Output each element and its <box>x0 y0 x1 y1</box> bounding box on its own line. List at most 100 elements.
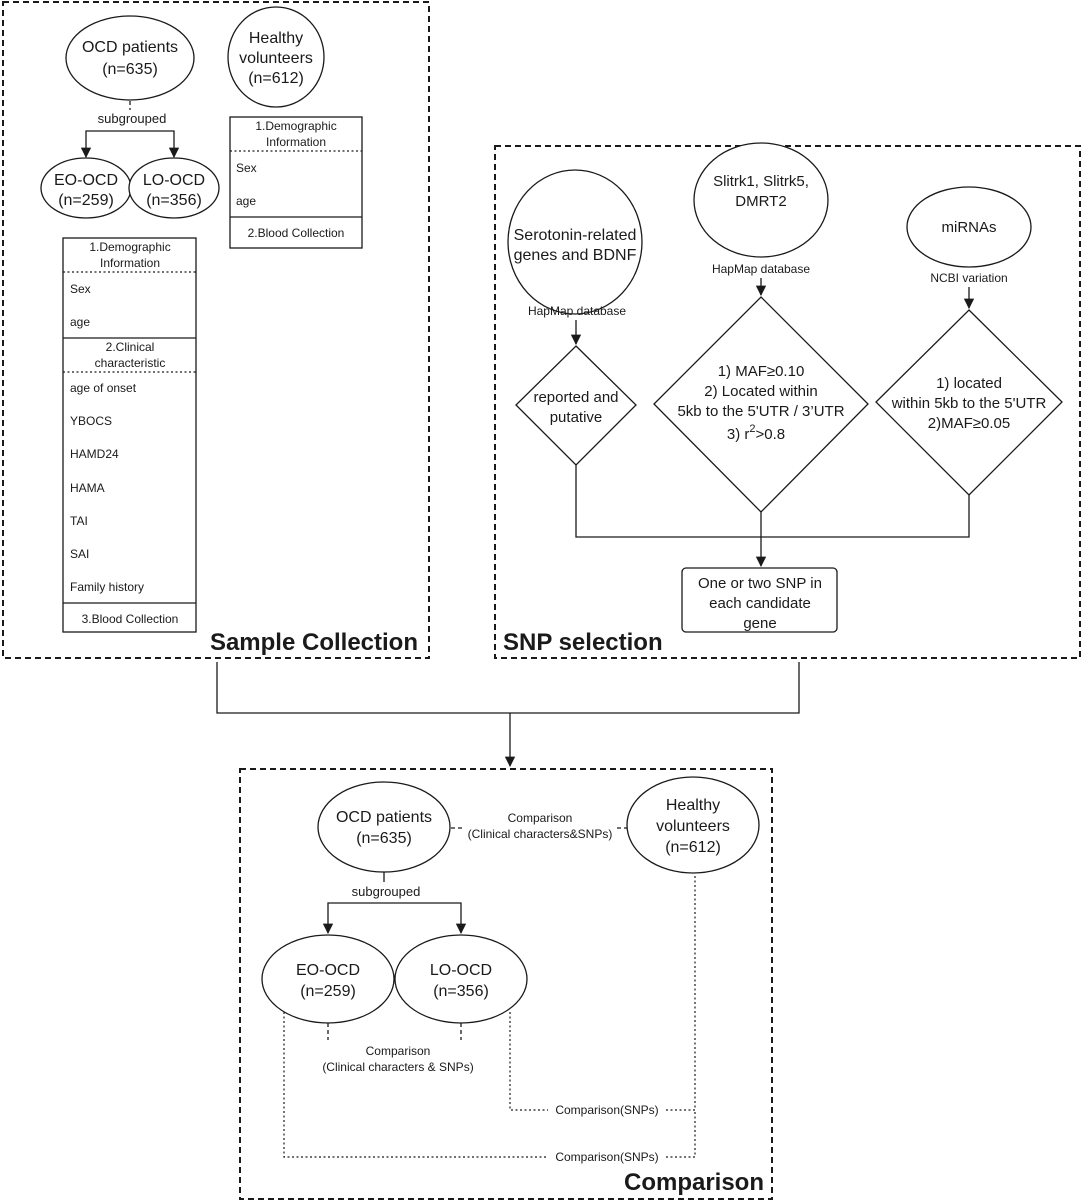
sc-clinical-age-of-onset: age of onset <box>70 381 137 395</box>
cmp-lo-ocd-label: LO-OCD <box>430 962 492 979</box>
sc-eo-ocd-count: (n=259) <box>58 192 114 209</box>
sc-ocd-patients-node: OCD patients (n=635) <box>65 15 195 101</box>
sc-healthy-table-section2: 2.Blood Collection <box>248 226 345 240</box>
snp-hapmap-label-2: HapMap database <box>712 262 810 276</box>
sc-healthy-table-section1-line2: Information <box>266 135 326 149</box>
sc-healthy-count: (n=612) <box>248 70 304 87</box>
snp-result-line2: each candidate <box>709 595 811 612</box>
cmp-healthy-label-2: volunteers <box>656 818 730 835</box>
cmp-top-comparison-label-1: Comparison <box>508 811 573 825</box>
snp-diamond-mirna-criteria: 1) located within 5kb to the 5'UTR 2)MAF… <box>875 309 1063 496</box>
sc-clinical-family-history: Family history <box>70 580 144 594</box>
sc-patient-table-section3: 3.Blood Collection <box>82 612 179 626</box>
snp-serotonin-label-2: genes and BDNF <box>514 247 637 264</box>
snp-diamond-reported-putative: reported and putative <box>515 345 637 466</box>
cmp-healthy-volunteers-node: Healthy volunteers (n=612) <box>626 776 760 874</box>
snp-diamond-left-line1: reported and <box>533 389 618 406</box>
sc-healthy-label-1: Healthy <box>249 30 303 47</box>
sc-subgroup-arrows <box>80 130 180 159</box>
sample-collection-panel <box>2 1 430 659</box>
cmp-subgrouped-label: subgrouped <box>352 884 421 899</box>
cmp-ocd-patients-count: (n=635) <box>356 830 412 847</box>
sc-patient-table-section2-line1: 2.Clinical <box>106 340 155 354</box>
sc-clinical-ybocs: YBOCS <box>70 414 112 428</box>
sc-ocd-patients-label: OCD patients <box>82 39 178 56</box>
cmp-eo-healthy-line-left <box>283 1012 548 1158</box>
sc-lo-ocd-count: (n=356) <box>146 192 202 209</box>
snp-diamond-mid-line2: 2) Located within <box>704 383 817 400</box>
snp-diamond-right-line3: 2)MAF≥0.05 <box>928 415 1010 432</box>
snp-merge-line <box>575 465 970 538</box>
snp-diamond-right-line1: 1) located <box>936 375 1002 392</box>
comparison-title: Comparison <box>624 1169 764 1196</box>
snp-slitrk-label-2: DMRT2 <box>735 193 786 210</box>
comparison-panel <box>239 768 773 1200</box>
snp-mirnas-label: miRNAs <box>942 219 997 236</box>
snp-diamond-right-line2: within 5kb to the 5'UTR <box>891 395 1047 412</box>
sc-eo-ocd-label: EO-OCD <box>54 172 118 189</box>
snp-selection-panel <box>494 145 1081 659</box>
sc-patient-table-age: age <box>70 315 90 329</box>
snp-diamond-mid-line4-prefix: 3) r <box>727 426 750 443</box>
sc-patient-table-section1-line2: Information <box>100 256 160 270</box>
snp-slitrk-node: Slitrk1, Slitrk5, DMRT2 <box>693 142 829 258</box>
snp-selection-title: SNP selection <box>503 629 663 656</box>
cmp-eo-ocd-node: EO-OCD (n=259) <box>261 934 395 1024</box>
snp-diamond-slitrk-criteria: 1) MAF≥0.10 2) Located within 5kb to the… <box>653 296 869 513</box>
cmp-lo-ocd-node: LO-OCD (n=356) <box>394 934 528 1024</box>
sc-patient-table-section2-line2: characteristic <box>95 356 166 370</box>
sc-subgrouped-label: subgrouped <box>98 111 167 126</box>
sc-clinical-hamd24: HAMD24 <box>70 447 119 461</box>
snp-result-line3: gene <box>743 615 776 632</box>
cmp-sub-comparison-label-1: Comparison <box>366 1044 431 1058</box>
sc-healthy-table-sex: Sex <box>236 161 257 175</box>
snp-diamond-mid-line4: 3) r2>0.8 <box>727 423 785 443</box>
snp-diamond-mid-line4-sup: 2 <box>749 423 755 435</box>
cmp-lo-ocd-count: (n=356) <box>433 983 489 1000</box>
sc-healthy-volunteers-node: Healthy volunteers (n=612) <box>227 6 325 108</box>
cmp-lo-healthy-line-left <box>509 1012 548 1111</box>
snp-diamond-left-line2: putative <box>550 409 603 426</box>
snp-diamond-mid-line4-suffix: >0.8 <box>756 426 786 443</box>
cmp-eo-healthy-label: Comparison(SNPs) <box>555 1150 658 1164</box>
cmp-eo-ocd-count: (n=259) <box>300 983 356 1000</box>
sc-lo-ocd-node: LO-OCD (n=356) <box>128 157 220 219</box>
sc-healthy-table-section1-line1: 1.Demographic <box>255 119 336 133</box>
sc-ocd-patients-count: (n=635) <box>102 61 158 78</box>
cmp-lo-healthy-label: Comparison(SNPs) <box>555 1103 658 1117</box>
cmp-ocd-patients-label: OCD patients <box>336 809 432 826</box>
snp-ncbi-label: NCBI variation <box>930 271 1007 285</box>
sc-clinical-hama: HAMA <box>70 481 105 495</box>
sc-lo-ocd-label: LO-OCD <box>143 172 205 189</box>
cmp-top-comparison-label-2: (Clinical characters&SNPs) <box>468 827 613 841</box>
snp-serotonin-node: Serotonin-related genes and BDNF <box>507 169 643 315</box>
cmp-sub-comparison-label-2: (Clinical characters & SNPs) <box>322 1060 473 1074</box>
cmp-eo-healthy-line-right <box>666 1110 696 1158</box>
sc-clinical-tai: TAI <box>70 514 88 528</box>
cmp-healthy-count: (n=612) <box>665 839 721 856</box>
cmp-healthy-label-1: Healthy <box>666 797 720 814</box>
sc-clinical-sai: SAI <box>70 547 89 561</box>
sc-healthy-label-2: volunteers <box>239 50 313 67</box>
sc-eo-ocd-node: EO-OCD (n=259) <box>40 157 132 219</box>
sc-patient-info-table: 1.Demographic Information Sex age 2.Clin… <box>62 237 197 633</box>
snp-result-line1: One or two SNP in <box>698 575 822 592</box>
snp-diamond-mid-line3: 5kb to the 5'UTR / 3’UTR <box>677 403 844 420</box>
cmp-lo-healthy-line-right <box>666 873 696 1111</box>
snp-result-box: One or two SNP in each candidate gene <box>681 567 838 633</box>
snp-mirnas-node: miRNAs <box>906 186 1032 268</box>
snp-diamond-mid-line1: 1) MAF≥0.10 <box>718 363 805 380</box>
cmp-eo-ocd-label: EO-OCD <box>296 962 360 979</box>
snp-slitrk-label-1: Slitrk1, Slitrk5, <box>713 173 809 190</box>
cmp-ocd-patients-node: OCD patients (n=635) <box>317 781 451 873</box>
snp-hapmap-label-1: HapMap database <box>528 304 626 318</box>
sample-collection-title: Sample Collection <box>210 629 418 656</box>
sc-healthy-info-table: 1.Demographic Information Sex age 2.Bloo… <box>229 116 363 249</box>
sc-healthy-table-age: age <box>236 194 256 208</box>
panels-merge-line <box>216 662 800 714</box>
sc-patient-table-section1-line1: 1.Demographic <box>89 240 170 254</box>
snp-serotonin-label-1: Serotonin-related <box>514 227 637 244</box>
cmp-subgroup-arrows <box>322 902 467 935</box>
sc-patient-table-sex: Sex <box>70 282 91 296</box>
